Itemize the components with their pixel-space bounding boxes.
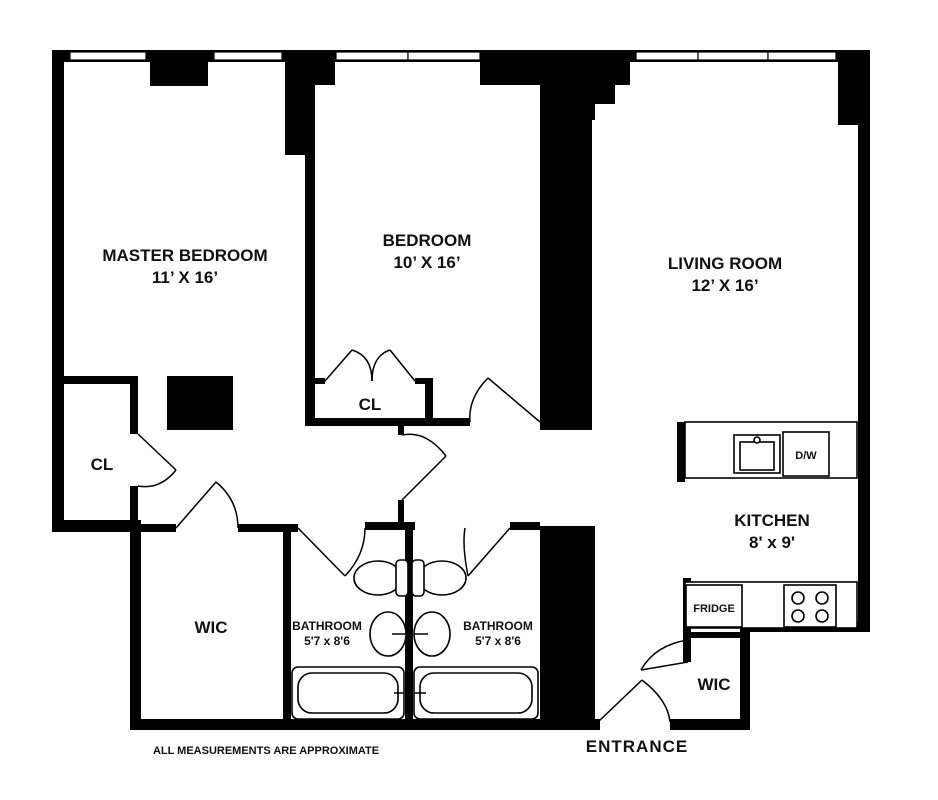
fridge-label: FRIDGE	[693, 603, 735, 615]
entrance-label: ENTRANCE	[586, 737, 688, 756]
master-closet-label: CL	[91, 455, 114, 474]
toilet-right	[417, 560, 467, 596]
door-swings	[137, 349, 689, 723]
kitchen-name: KITCHEN	[734, 511, 810, 530]
dishwasher	[782, 431, 830, 477]
master-bedroom-name: MASTER BEDROOM	[102, 246, 267, 265]
fridge	[685, 584, 743, 628]
bedroom-name: BEDROOM	[383, 231, 472, 250]
approximate-note: ALL MEASUREMENTS ARE APPROXIMATE	[153, 745, 379, 757]
master-bedroom-dims: 11’ X 16’	[152, 268, 218, 287]
bathroom-right-name: BATHROOM	[463, 619, 533, 633]
bathroom-left-name: BATHROOM	[292, 619, 362, 633]
walls	[52, 50, 870, 730]
stove	[783, 584, 837, 628]
living-room-dims: 12’ X 16’	[691, 276, 758, 295]
bathroom-left-dims: 5'7 x 8'6	[304, 634, 350, 648]
bedroom-dims: 10’ X 16’	[393, 253, 460, 272]
windows	[69, 51, 837, 61]
toilet-left	[353, 560, 403, 596]
living-room-name: LIVING ROOM	[668, 254, 782, 273]
bedroom-closet-label: CL	[359, 395, 382, 414]
bathroom-right-dims: 5'7 x 8'6	[475, 634, 521, 648]
entry-wic-label: WIC	[697, 675, 730, 694]
room-labels: MASTER BEDROOM 11’ X 16’ BEDROOM 10’ X 1…	[91, 231, 810, 757]
kitchen-dims: 8' x 9'	[749, 533, 795, 552]
bathroom-fixtures	[291, 559, 539, 720]
kitchen-fixtures: D/W FRIDGE	[684, 421, 858, 629]
dishwasher-label: D/W	[795, 450, 817, 462]
master-wic-label: WIC	[194, 618, 227, 637]
